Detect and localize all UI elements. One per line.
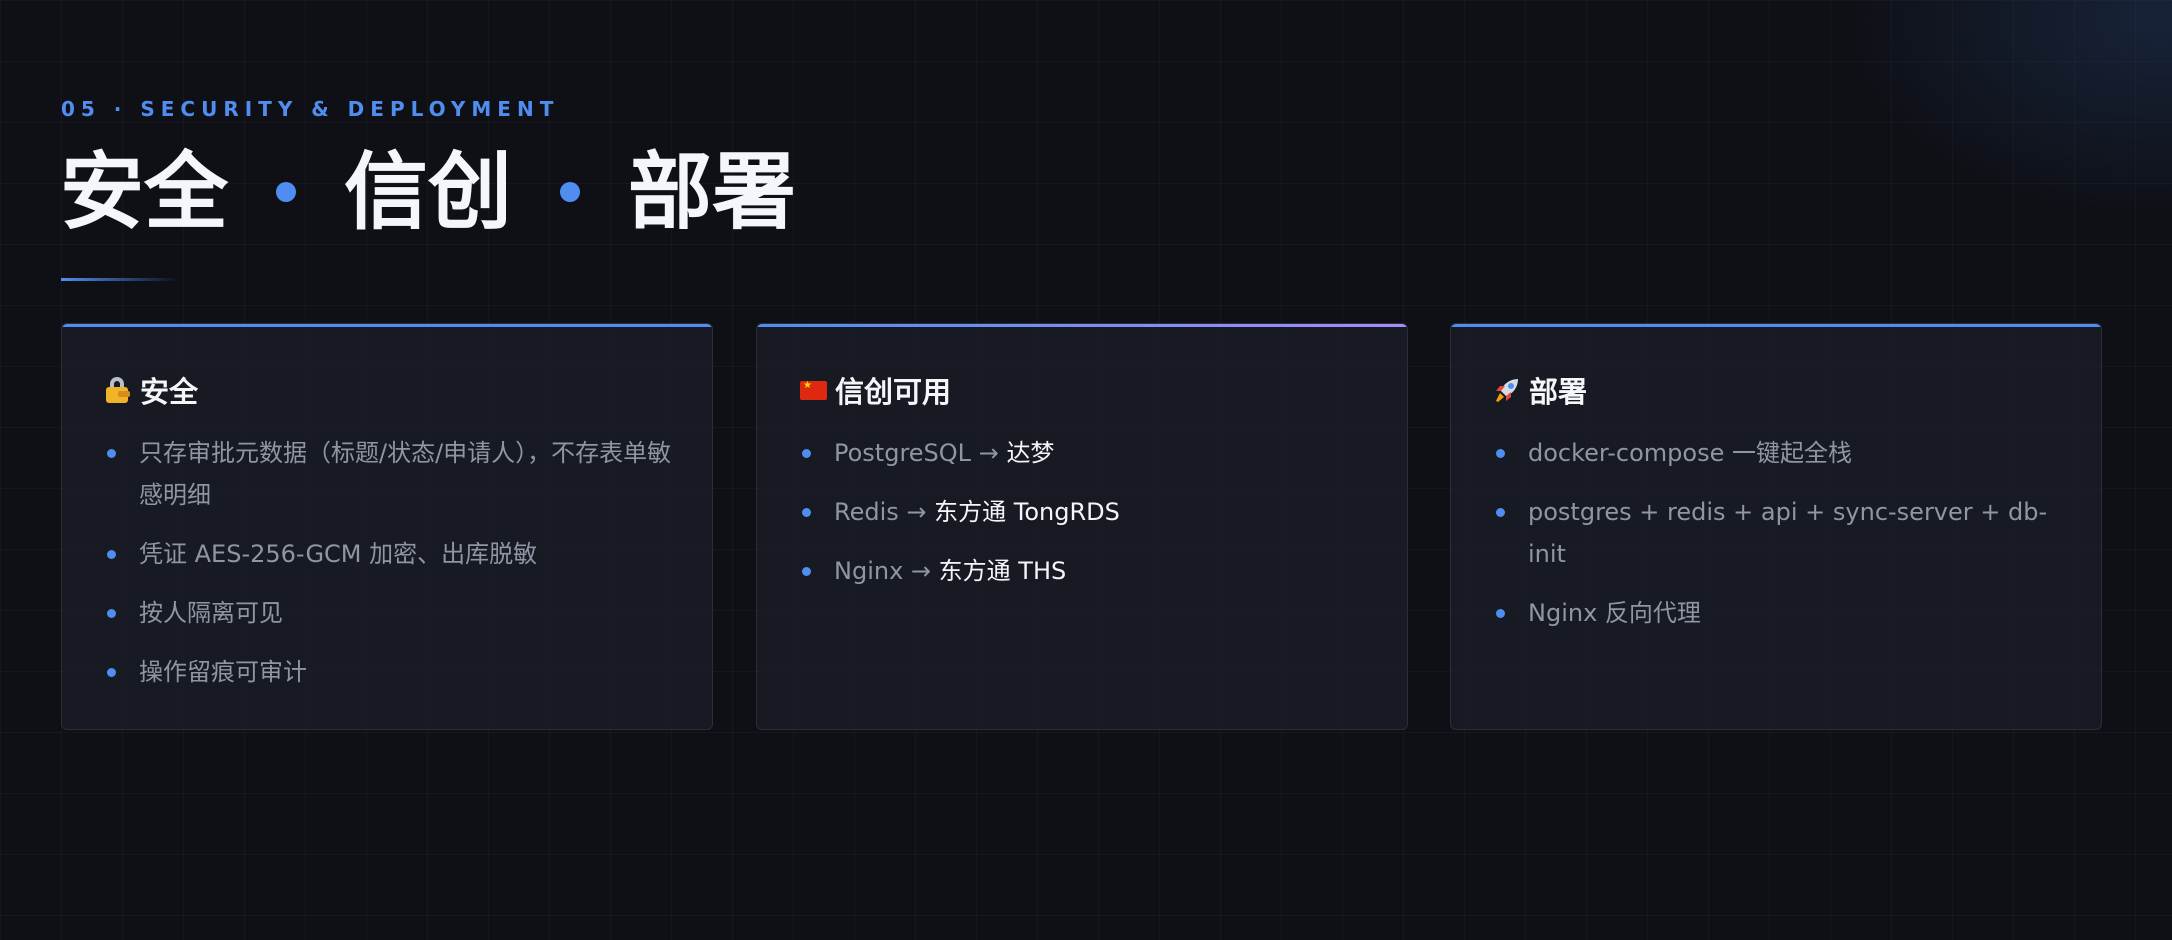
- bullet-icon: [107, 609, 116, 618]
- bullet-icon: [802, 508, 811, 517]
- bullet-icon: [107, 668, 116, 677]
- list-item-text: postgres + redis + api + sync-server + d…: [1528, 498, 2048, 568]
- list-item: Redis → 东方通 TongRDS: [799, 491, 1377, 533]
- lock-icon: [104, 376, 132, 404]
- list-item: Nginx 反向代理: [1493, 592, 2071, 634]
- list-item-text: 按人隔离可见: [139, 599, 283, 627]
- list-item: docker-compose 一键起全栈: [1493, 432, 2071, 474]
- list-item: 按人隔离可见: [104, 592, 682, 634]
- card-header: ★ 信创可用: [799, 370, 951, 410]
- bullet-icon: [107, 550, 116, 559]
- replacement-source: Redis →: [834, 498, 927, 526]
- bullet-icon: [802, 449, 811, 458]
- card-item-list: PostgreSQL → 达梦 Redis → 东方通 TongRDS Ngin…: [799, 432, 1377, 609]
- replacement-target: 东方通 TongRDS: [934, 498, 1120, 526]
- card-item-list: docker-compose 一键起全栈 postgres + redis + …: [1493, 432, 2071, 651]
- card-header: 部署: [1493, 370, 1587, 410]
- bullet-icon: [802, 567, 811, 576]
- section-kicker: 05 · SECURITY & DEPLOYMENT: [61, 97, 560, 121]
- card-xinchuang: ★ 信创可用 PostgreSQL → 达梦 Redis → 东方通 TongR…: [756, 323, 1408, 730]
- rocket-icon: [1493, 376, 1521, 404]
- page-title: 安全 信创 部署: [60, 142, 796, 242]
- list-item: PostgreSQL → 达梦: [799, 432, 1377, 474]
- list-item: 只存审批元数据（标题/状态/申请人），不存表单敏感明细: [104, 432, 682, 516]
- title-part-deployment: 部署: [628, 143, 797, 241]
- title-separator-dot: [560, 182, 581, 202]
- title-part-xinchuang: 信创: [344, 143, 513, 241]
- card-deployment: 部署 docker-compose 一键起全栈 postgres + redis…: [1450, 323, 2102, 730]
- card-accent-bar: [1451, 324, 2101, 327]
- list-item-text: Nginx 反向代理: [1528, 599, 1701, 627]
- list-item-text: 凭证 AES-256-GCM 加密、出库脱敏: [139, 540, 538, 568]
- card-header: 安全: [104, 370, 198, 410]
- card-accent-bar: [757, 324, 1407, 327]
- list-item: 凭证 AES-256-GCM 加密、出库脱敏: [104, 533, 682, 575]
- replacement-target: 东方通 THS: [938, 557, 1067, 585]
- card-item-list: 只存审批元数据（标题/状态/申请人），不存表单敏感明细 凭证 AES-256-G…: [104, 432, 682, 710]
- bullet-icon: [1496, 508, 1505, 517]
- card-security: 安全 只存审批元数据（标题/状态/申请人），不存表单敏感明细 凭证 AES-25…: [61, 323, 713, 730]
- list-item-text: 操作留痕可审计: [139, 658, 307, 686]
- china-flag-icon: ★: [799, 376, 827, 404]
- card-accent-bar: [62, 324, 712, 327]
- replacement-target: 达梦: [1006, 439, 1055, 467]
- list-item-text: docker-compose 一键起全栈: [1528, 439, 1852, 467]
- bullet-icon: [107, 449, 116, 458]
- title-separator-dot: [276, 182, 297, 202]
- list-item: postgres + redis + api + sync-server + d…: [1493, 491, 2071, 575]
- card-title: 部署: [1529, 375, 1588, 409]
- list-item: 操作留痕可审计: [104, 651, 682, 693]
- title-underline: [61, 278, 179, 281]
- replacement-source: PostgreSQL →: [834, 439, 999, 467]
- card-title: 信创可用: [835, 375, 952, 409]
- title-part-security: 安全: [60, 143, 229, 241]
- bullet-icon: [1496, 609, 1505, 618]
- list-item-text: 只存审批元数据（标题/状态/申请人），不存表单敏感明细: [139, 439, 672, 509]
- replacement-source: Nginx →: [834, 557, 932, 585]
- card-title: 安全: [140, 375, 199, 409]
- bullet-icon: [1496, 449, 1505, 458]
- list-item: Nginx → 东方通 THS: [799, 550, 1377, 592]
